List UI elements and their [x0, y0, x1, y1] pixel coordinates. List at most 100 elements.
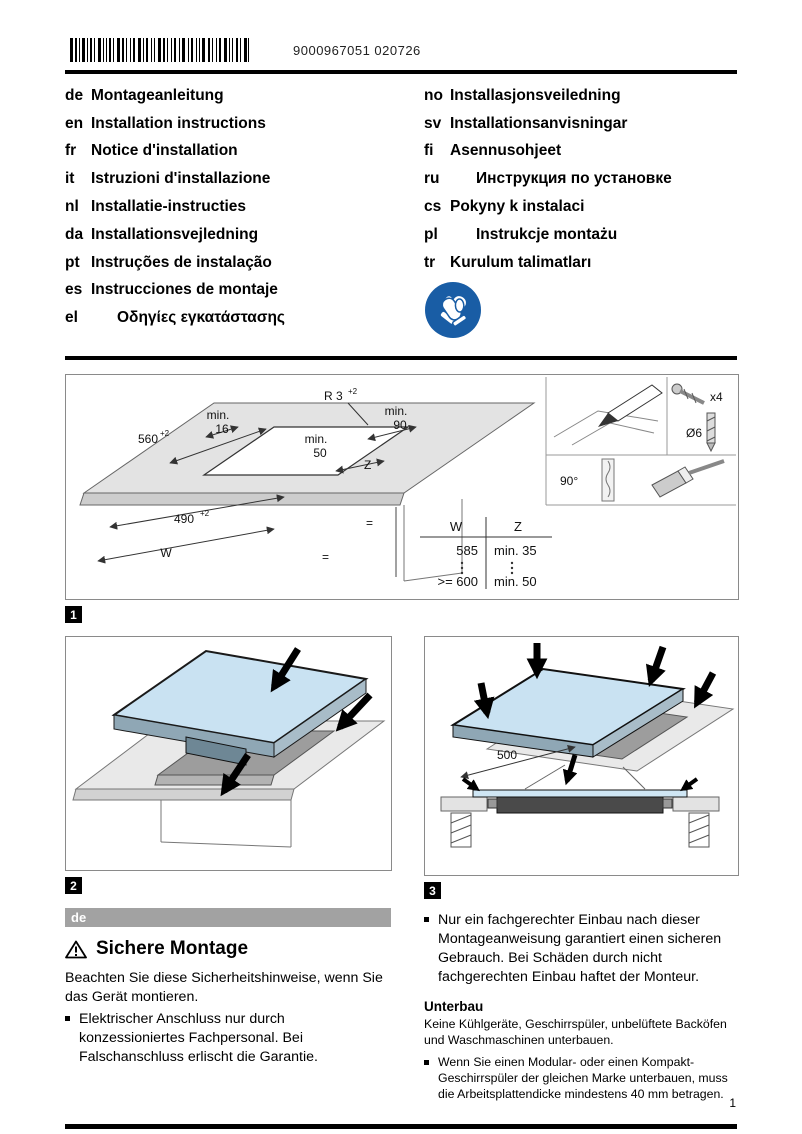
unterbau-heading: Unterbau: [424, 998, 484, 1014]
drill-bit-icon: [706, 412, 716, 453]
table-header-w: W: [450, 519, 463, 534]
language-section-bar: de: [65, 908, 391, 927]
intro-text: Beachten Sie diese Sicherheitshinweise, …: [65, 970, 383, 1005]
lang-title: Installation instructions: [91, 114, 266, 132]
lang-code: pl: [424, 225, 438, 243]
lang-code: nl: [65, 198, 79, 216]
hob: [111, 649, 369, 766]
lang-title: Pokyny k instalaci: [450, 198, 585, 216]
lang-title: Installatie-instructies: [91, 198, 247, 216]
label-w: W: [160, 546, 172, 560]
page-number: 1: [729, 1096, 736, 1110]
divider-middle: [65, 356, 737, 360]
pencil-marking-icon: [553, 384, 663, 446]
lang-title: Istruzioni d'installazione: [91, 170, 271, 188]
lang-code: es: [65, 281, 83, 299]
language-row: sv Installationsanvisningar: [424, 110, 737, 138]
dimension-lines: [97, 402, 417, 564]
label-min50-value: 50: [313, 446, 327, 460]
figure-1-drawing: min. 16 560 +2 R 3 +2 min. 90 min. 50 Z …: [79, 377, 736, 589]
lang-title: Installationsanvisningar: [450, 114, 628, 132]
clamp-arrow-left: [461, 777, 480, 792]
label-560: 560: [138, 432, 158, 446]
label-min50-min: min.: [305, 432, 328, 446]
figure-3-drawing: 500: [440, 643, 735, 848]
screw-x4-icon: [671, 383, 705, 405]
label-min16-value: 16: [215, 422, 229, 436]
figure-1-number-badge: 1: [65, 606, 82, 623]
bullet-square: [424, 917, 429, 922]
label-z: Z: [364, 458, 371, 472]
bullet-text: Wenn Sie einen Modular- oder einen Kompa…: [438, 1054, 728, 1102]
label-equal-2: =: [322, 550, 329, 564]
safety-heading: Sichere Montage: [96, 938, 249, 959]
bullet-item: Elektrischer Anschluss nur durch konzess…: [65, 1010, 392, 1067]
wz-table: W Z 585 min. 35 >= 600 min. 50: [420, 517, 552, 589]
figure-2-hob-insertion: [65, 636, 392, 871]
dimension-line-500: [460, 744, 576, 780]
lang-code: tr: [424, 253, 436, 271]
table-ellipsis-dots: [460, 561, 514, 575]
text-column-left: Sichere Montage Beachten Sie diese Siche…: [65, 938, 392, 1066]
lang-title: Инструкция по установке: [476, 170, 672, 188]
figure-2-drawing: [72, 647, 386, 848]
label-dia6: Ø6: [686, 426, 702, 440]
lang-code: fi: [424, 142, 434, 160]
language-row: it Istruzioni d'installazione: [65, 165, 424, 193]
protective-gloves-icon: [425, 282, 481, 338]
unterbau-text: Keine Kühlgeräte, Geschirrspüler, unbelü…: [424, 1016, 727, 1047]
label-r3: R 3: [324, 389, 343, 403]
label-490-sup: +2: [200, 509, 210, 518]
brush-icon: [651, 459, 725, 498]
lang-code: el: [65, 309, 78, 327]
label-equal-1: =: [366, 516, 373, 530]
figure-1-cutout-dimensions: min. 16 560 +2 R 3 +2 min. 90 min. 50 Z …: [65, 374, 739, 600]
label-490: 490: [174, 512, 194, 526]
document-number: 9000967051 020726: [293, 43, 421, 58]
lang-code: it: [65, 170, 75, 188]
cabinet-wall-hatched-left: [450, 812, 472, 848]
lang-title: Installasjonsveiledning: [450, 86, 621, 104]
cabinet-wall-hatched-right: [688, 812, 710, 848]
language-row: es Instrucciones de montaje: [65, 277, 424, 305]
text-column-right: Nur ein fachgerechter Einbau nach dieser…: [424, 908, 738, 1103]
label-x4: x4: [710, 390, 723, 404]
lang-title: Installationsvejledning: [91, 225, 259, 243]
leader-lines: [524, 764, 646, 790]
label-min90-min: min.: [385, 404, 408, 418]
bullet-text: Nur ein fachgerechter Einbau nach dieser…: [438, 912, 722, 985]
warning-icon: [65, 940, 87, 958]
divider-bottom: [65, 1124, 737, 1129]
label-min90-value: 90: [393, 418, 407, 432]
lang-title: Instrukcje montażu: [476, 225, 618, 243]
label-r3-sup: +2: [348, 387, 358, 396]
divider-top: [65, 70, 737, 74]
lang-code: fr: [65, 142, 77, 160]
table-row1-z: min. 35: [494, 543, 537, 558]
lang-title: Instrucciones de montaje: [91, 281, 278, 299]
table-row2-w: >= 600: [438, 574, 479, 589]
bullet-square: [424, 1059, 429, 1065]
insertion-arrows: [220, 647, 373, 797]
lang-title: Kurulum talimatları: [450, 253, 592, 271]
table-row1-w: 585: [456, 543, 478, 558]
front-elevation: [440, 777, 720, 848]
figure-3-number-badge: 3: [424, 882, 441, 899]
label-90deg: 90°: [560, 474, 578, 488]
lang-code: sv: [424, 114, 442, 132]
lang-code: pt: [65, 253, 80, 271]
clamp-arrow-right: [680, 777, 699, 792]
lang-title: Asennusohjeet: [450, 142, 562, 160]
bullet-text: Elektrischer Anschluss nur durch konzess…: [79, 1010, 318, 1065]
